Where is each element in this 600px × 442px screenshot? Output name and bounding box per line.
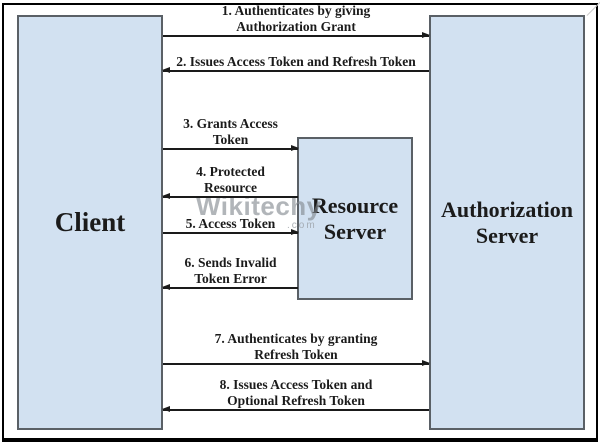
arrow-1-label: 1. Authenticates by giving Authorization… (221, 2, 371, 34)
arrowhead-right-icon (291, 229, 299, 236)
arrowhead-left-icon (162, 284, 170, 291)
arrow-7-label: 7. Authenticates by granting Refresh Tok… (214, 330, 378, 362)
client-box: Client (17, 15, 163, 430)
arrow-7-refresh-token-grant: 7. Authenticates by granting Refresh Tok… (163, 331, 430, 367)
resource-server-box: Resource Server (297, 137, 413, 300)
resource-server-label: Resource Server (311, 192, 399, 244)
arrow-8-issues-optional-refresh: 8. Issues Access Token and Optional Refr… (162, 377, 429, 413)
arrow-3-grants-access-token: 3. Grants Access Token (163, 116, 299, 152)
arrow-5-access-token: 5. Access Token (163, 216, 299, 236)
arrow-6-invalid-token-error: 6. Sends Invalid Token Error (162, 255, 298, 291)
arrowhead-left-icon (162, 406, 170, 413)
authorization-server-box: Authorization Server (429, 15, 585, 430)
arrow-4-protected-resource: 4. Protected Resource (162, 164, 298, 200)
arrowhead-left-icon (162, 67, 170, 74)
arrowhead-right-icon (422, 360, 430, 367)
corner-slash-mark (586, 1, 600, 16)
authorization-server-label: Authorization Server (441, 196, 573, 248)
arrow-4-label: 4. Protected Resource (196, 163, 265, 195)
arrow-6-label: 6. Sends Invalid Token Error (184, 254, 277, 286)
client-label: Client (54, 206, 126, 237)
arrow-3-label: 3. Grants Access Token (183, 115, 278, 147)
arrow-5-label: 5. Access Token (185, 215, 276, 231)
arrow-2-issues-tokens: 2. Issues Access Token and Refresh Token (162, 54, 429, 74)
watermark-domain-suffix: .com (287, 220, 317, 231)
arrowhead-left-icon (162, 193, 170, 200)
arrow-2-label: 2. Issues Access Token and Refresh Token (176, 53, 416, 69)
arrow-1-authorization-grant: 1. Authenticates by giving Authorization… (163, 3, 430, 39)
arrow-8-label: 8. Issues Access Token and Optional Refr… (219, 376, 373, 408)
arrowhead-right-icon (422, 32, 430, 39)
arrowhead-right-icon (291, 145, 299, 152)
